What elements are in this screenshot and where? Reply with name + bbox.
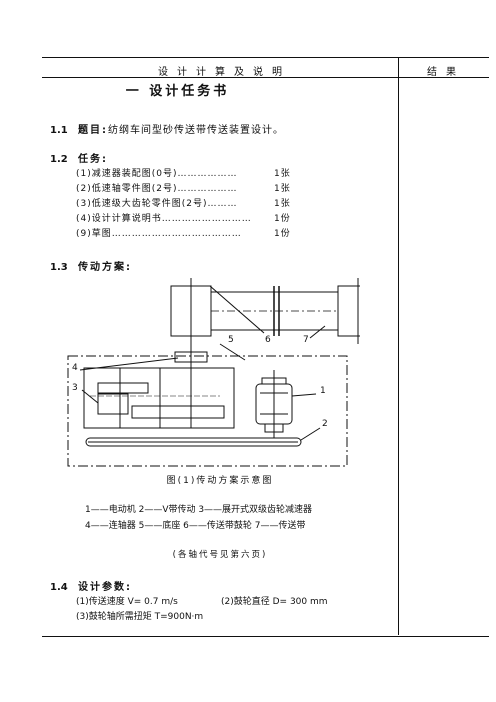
label-7: 7 <box>303 335 309 345</box>
label-6: 6 <box>265 335 271 345</box>
drum-right <box>337 285 360 337</box>
figure-caption: 图(1)传动方案示意图 <box>166 476 274 486</box>
task-item: (3)低速级大齿轮零件图(2号)………1张 <box>76 199 291 209</box>
task-item: (4)设计计算说明书………………………1份 <box>76 214 291 224</box>
header-divider <box>42 77 489 78</box>
figure-legend-2: 4——连轴器 5——底座 6——传送带鼓轮 7——传送带 <box>85 521 306 531</box>
label-1: 1 <box>320 386 326 396</box>
page-frame <box>42 57 489 637</box>
reducer <box>83 367 235 429</box>
label-3: 3 <box>72 383 78 393</box>
task-item: (9)草图…………………………………1份 <box>76 229 291 239</box>
param-row: (3)鼓轮轴所需扭矩 T=900N·m <box>76 612 204 622</box>
label-2: 2 <box>322 419 328 429</box>
label-5: 5 <box>228 335 234 345</box>
task-item: (2)低速轴零件图(2号)………………1张 <box>76 184 291 194</box>
base-frame <box>67 355 348 467</box>
figure-note: (各轴代号见第六页) <box>172 550 268 560</box>
figure-legend-1: 1——电动机 2——V带传动 3——展开式双级齿轮减速器 <box>85 505 313 515</box>
transmission-diagram: 6 7 5 4 3 1 2 <box>67 278 360 467</box>
task-item: (1)减速器装配图(0号)………………1张 <box>76 169 291 179</box>
param-row: (1)传送速度 V= 0.7 m/s(2)鼓轮直径 D= 300 mm <box>76 597 328 607</box>
label-4: 4 <box>72 363 78 373</box>
v-belt <box>85 437 302 447</box>
header-right: 结果 <box>427 67 465 78</box>
header-left: 设计计算及说明 <box>158 67 291 78</box>
column-divider <box>398 57 399 635</box>
page-title: 一 设计任务书 <box>125 84 230 99</box>
